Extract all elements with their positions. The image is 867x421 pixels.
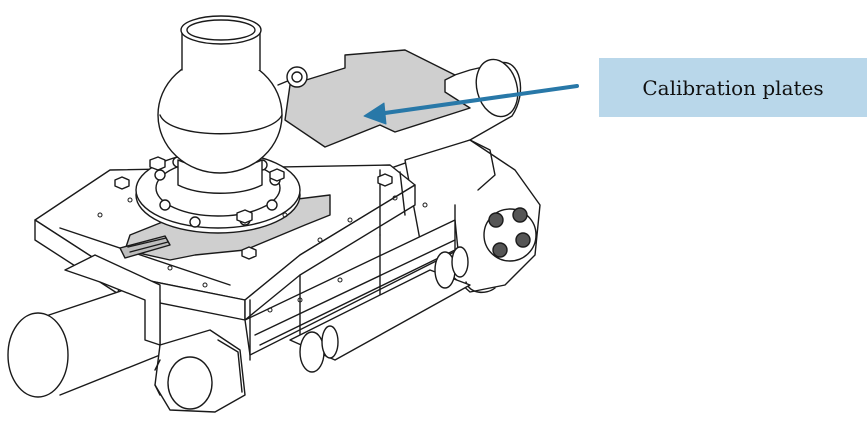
- roller-assembly: [289, 246, 471, 373]
- left-bracket: [64, 254, 161, 346]
- motor-housing: [404, 139, 541, 294]
- frame-screws: [97, 195, 428, 313]
- callout-label: Calibration plates: [642, 75, 824, 100]
- frame-nuts: [114, 156, 393, 260]
- callout-arrow: [363, 84, 579, 125]
- front-clamp: [154, 329, 246, 413]
- spherical-head-assembly: [135, 15, 308, 234]
- callout-box: [599, 58, 867, 117]
